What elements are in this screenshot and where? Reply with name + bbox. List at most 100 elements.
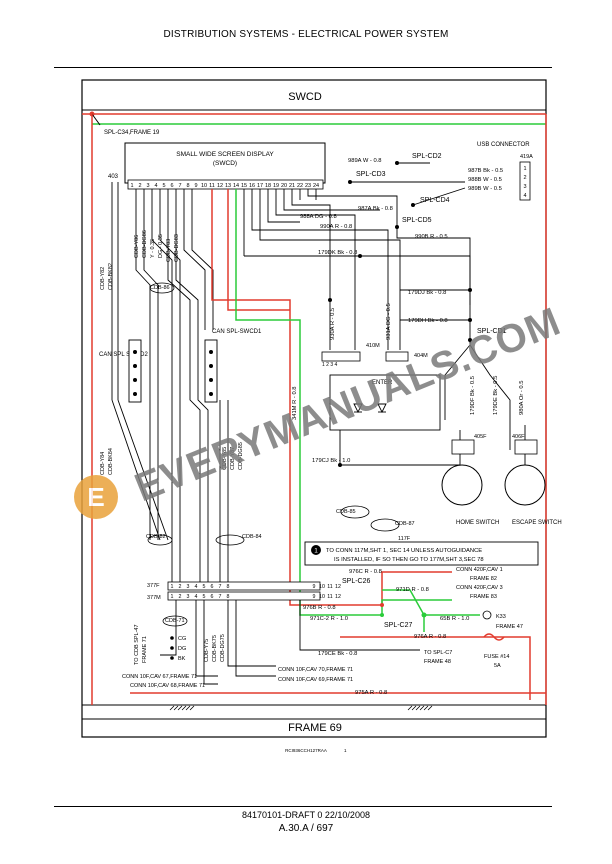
splice-nodes — [328, 161, 472, 618]
connector-377f-pin: 8 — [227, 584, 230, 590]
connector-377f-pin: 9 — [313, 584, 316, 590]
connector-377m-pin: 12 — [335, 594, 341, 600]
cdb-85-oval — [340, 505, 370, 519]
spl-c34-label: SPL-C34,FRAME 19 — [104, 130, 160, 136]
display-pin: 14 — [233, 183, 239, 189]
display-pin: 21 — [289, 183, 295, 189]
can-spl-pins — [133, 350, 213, 396]
usb-pin: 4 — [523, 193, 526, 199]
display-pin: 22 — [297, 183, 303, 189]
display-pin: 17 — [257, 183, 263, 189]
usb-connector-label: USB CONNECTOR — [477, 142, 530, 148]
wire-987a: 987A Bk - 0.8 — [358, 206, 393, 212]
display-pin: 24 — [313, 183, 319, 189]
green-signal — [235, 189, 340, 616]
cdb-86-oval — [149, 282, 175, 294]
connector-377m-pin: 10 — [319, 594, 325, 600]
red-signal-2 — [227, 189, 290, 311]
connector-410m-label: 410M — [366, 343, 380, 349]
red-976c-route — [340, 571, 452, 606]
wire-971d: 971D R - 0.8 — [396, 587, 429, 593]
usb-connector-id: 419A — [520, 154, 533, 160]
bottom-harness — [111, 330, 420, 685]
wire-990b: 990B R - 0.5 — [415, 234, 448, 240]
can-spl-swcd2-label: CAN SPL SWCD2 — [99, 352, 148, 358]
wire-971c2: 971C-2 R - 1.0 — [310, 616, 348, 622]
display-pin: 15 — [241, 183, 247, 189]
green-65b-route — [382, 589, 480, 616]
cdb-wire-label: CDB-DG85 — [238, 442, 244, 470]
connector-377f: 377F — [147, 583, 160, 589]
can-spl-swcd2-box — [128, 339, 142, 403]
cdb-82-label: CDB-82 — [146, 534, 166, 540]
drawing-code-page: 1 — [344, 748, 347, 753]
note-line2: IS INSTALLED, IF SO THEN GO TO 177M,SHT … — [334, 557, 484, 563]
can-spl-swcd1-box — [204, 339, 218, 403]
wire-989b: 989B W - 0.5 — [468, 186, 502, 192]
wire-988b: 988B W - 0.5 — [468, 177, 502, 183]
footer-page-number: A.30.A / 697 — [278, 823, 334, 834]
cdb-84-oval — [215, 534, 245, 546]
conn-10f-cav69: CONN 10F,CAV 69,FRAME 71 — [278, 677, 353, 683]
display-pin: 20 — [281, 183, 287, 189]
cdb-wire-label: CDB-Y86 — [134, 235, 140, 258]
spl-c26: SPL-C26 — [342, 578, 371, 585]
display-pin: 2 — [138, 183, 141, 189]
can-spl-swcd1-label: CAN SPL-SWCD1 — [212, 329, 262, 335]
wire-179ce: 179CE Bk - 0.8 — [318, 651, 357, 657]
connector-377m-pin: 1 — [171, 594, 174, 600]
display-pin: 4 — [154, 183, 157, 189]
wire-976a: 976A R - 0.8 — [414, 634, 446, 640]
wire-930a: 930A R - 0.5 — [330, 308, 336, 340]
cdb-wire-label: CDB-Y83 — [166, 239, 172, 262]
display-pin: 16 — [249, 183, 255, 189]
cdb-85-label: CDB-85 — [336, 509, 356, 515]
cdb-87-oval — [370, 518, 400, 532]
display-pin: 10 — [201, 183, 207, 189]
connector-377m-pin: 4 — [195, 594, 198, 600]
conn-420f-cav1: CONN 420F,CAV 1 — [456, 567, 503, 573]
note-line1: TO CONN 117M,SHT 1, SEC 14 UNLESS AUTOGU… — [326, 548, 482, 554]
connector-377m-pin: 8 — [227, 594, 230, 600]
display-subtitle: (SWCD) — [213, 160, 237, 167]
cdb-wire-label: CDB-BK82 — [108, 263, 114, 290]
cdb-87-label: CDB-87 — [395, 521, 415, 527]
enter-switch-box — [329, 374, 441, 431]
escape-switch-label: ESCAPE SWITCH — [512, 520, 562, 526]
frame69-label: FRAME 69 — [288, 722, 342, 734]
display-pin-strip — [127, 179, 324, 190]
connector-405f: 405F — [474, 434, 487, 440]
connector-377m: 377M — [147, 595, 161, 601]
spl-cd3: SPL-CD3 — [356, 171, 386, 178]
display-pin: 12 — [217, 183, 223, 189]
cdb-wire-label: CDB-Y75 — [204, 639, 210, 662]
connector-377m-pin: 3 — [187, 594, 190, 600]
connector-406f: 406F — [512, 434, 525, 440]
display-pin: 8 — [186, 183, 189, 189]
header-rule — [54, 67, 552, 68]
drawing-code: RCI936CCH127RAA — [285, 748, 327, 753]
conn-420f-cav3: CONN 420F,CAV 3 — [456, 585, 503, 591]
note-marker — [311, 545, 321, 555]
frame-71-a: FRAME 71 — [142, 636, 148, 663]
spl-cd1: SPL-CD1 — [477, 328, 507, 335]
wire-931a: 931A DG - 0.5 — [386, 303, 392, 340]
display-pin: 18 — [265, 183, 271, 189]
usb-connector-body — [519, 161, 531, 201]
enter-label: ENTER — [372, 380, 393, 386]
connector-377f-pin: 5 — [203, 584, 206, 590]
k33-relay-icon — [482, 610, 492, 620]
display-pin: 13 — [225, 183, 231, 189]
wire-179dk: 179DK Bk - 0.8 — [318, 250, 357, 256]
page-header: DISTRIBUTION SYSTEMS - ELECTRICAL POWER … — [163, 29, 449, 40]
connector-377f-pin: 6 — [211, 584, 214, 590]
red-976a-route — [340, 636, 531, 700]
cdb-84-label: CDB-84 — [242, 534, 262, 540]
connector-377f-pin: 12 — [335, 584, 341, 590]
display-pin: 3 — [146, 183, 149, 189]
connector-377f-pin: 11 — [327, 584, 333, 590]
escape-switch-circle — [504, 464, 546, 506]
fuse-rating: 5A — [494, 663, 501, 669]
display-pin: 11 — [209, 183, 215, 189]
cdb-wire-label: CDB-Y82 — [100, 267, 106, 290]
